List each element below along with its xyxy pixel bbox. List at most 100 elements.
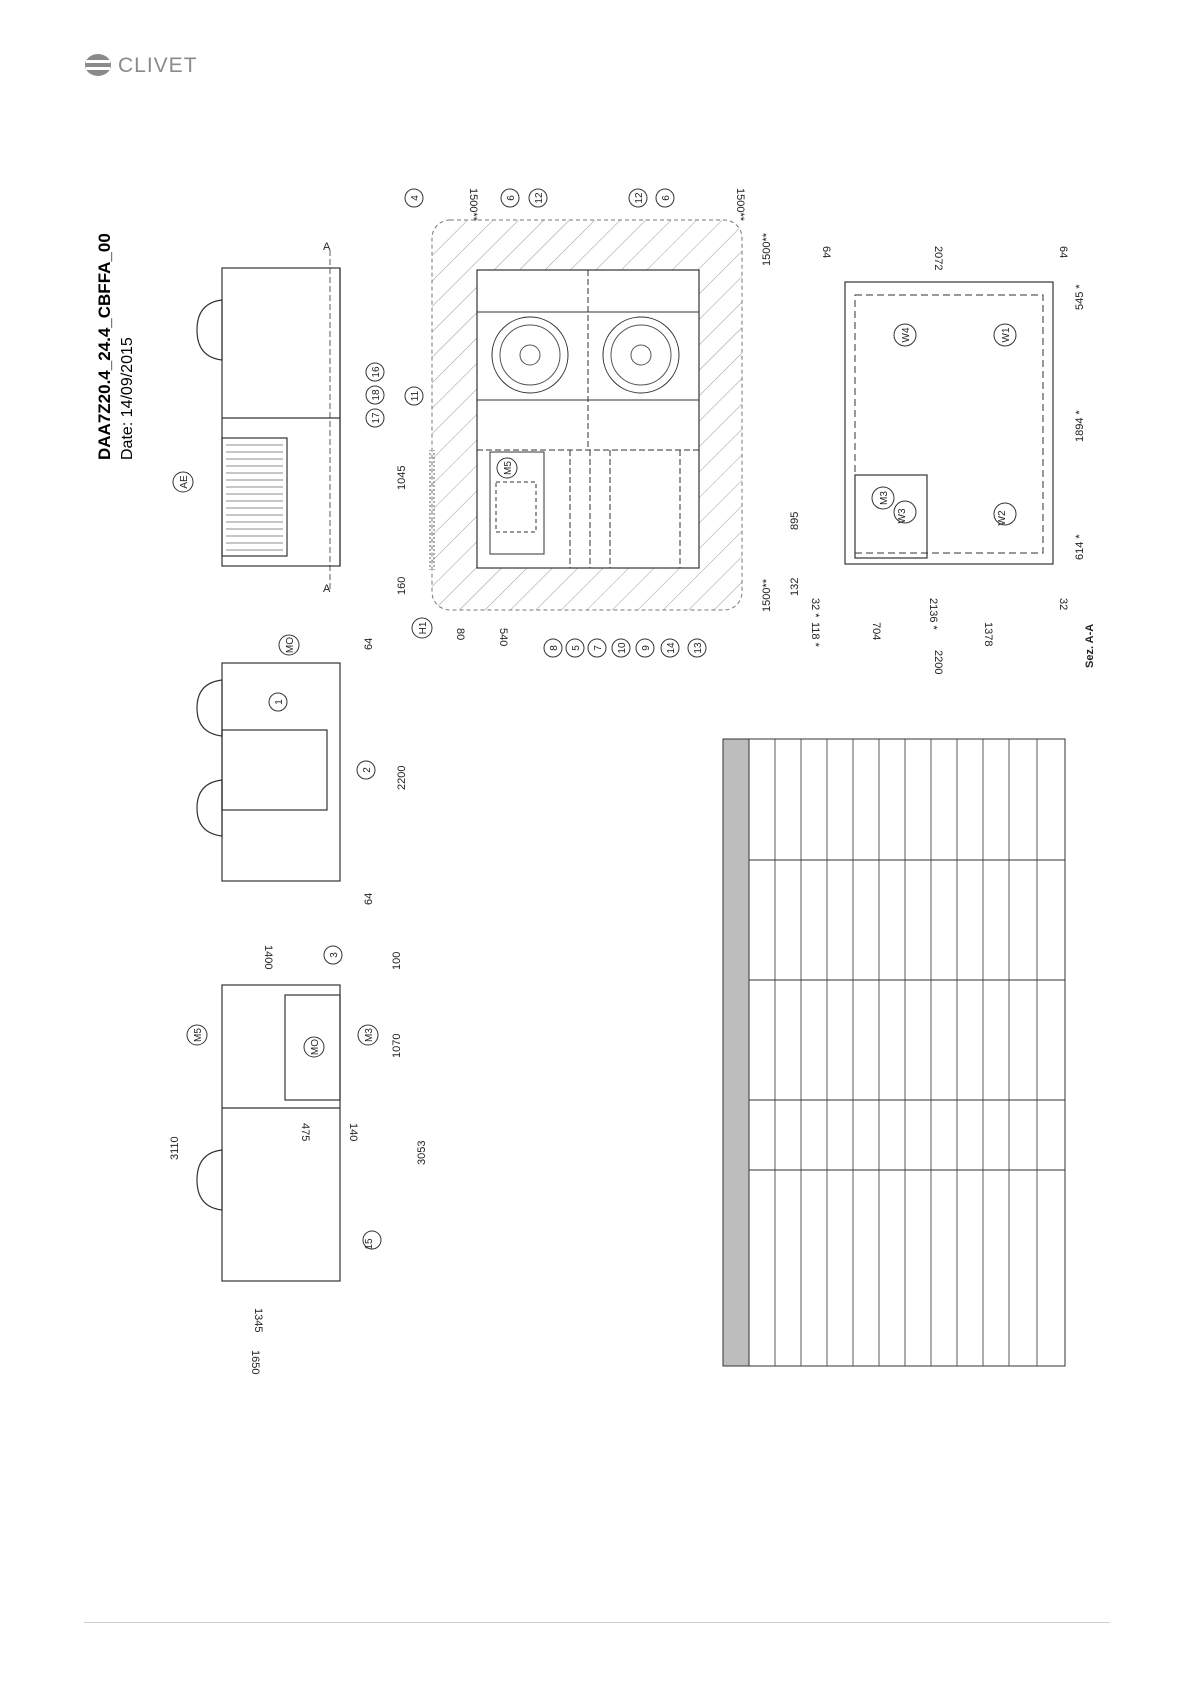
svg-text:MO: MO bbox=[285, 637, 296, 653]
clivet-logo-mark bbox=[85, 54, 111, 76]
svg-text:3: 3 bbox=[329, 952, 340, 958]
svg-text:12: 12 bbox=[634, 192, 645, 204]
label-w4: W4 bbox=[893, 323, 917, 347]
callout-11: 11 bbox=[404, 386, 424, 406]
svg-text:11: 11 bbox=[410, 390, 421, 401]
callout-17: 17 bbox=[365, 408, 385, 428]
dim-sec-1894: 1894 * bbox=[1074, 409, 1086, 442]
dim-side-100: 100 bbox=[391, 952, 403, 970]
dim-sec-704: 704 bbox=[870, 622, 882, 640]
svg-text:17: 17 bbox=[371, 412, 382, 424]
dim-side-475: 475 bbox=[299, 1123, 311, 1141]
dim-plan-1500-right: 1500** bbox=[761, 232, 773, 266]
dim-sec-118: 118 * bbox=[809, 622, 821, 648]
svg-text:12: 12 bbox=[534, 192, 545, 204]
svg-text:W2: W2 bbox=[997, 510, 1008, 525]
section-a-a-view bbox=[844, 281, 1054, 565]
side-view bbox=[196, 984, 341, 1282]
dim-side-3110: 3110 bbox=[169, 1136, 181, 1160]
svg-text:1: 1 bbox=[274, 699, 285, 705]
svg-text:M5: M5 bbox=[503, 461, 514, 475]
svg-text:M3: M3 bbox=[364, 1028, 375, 1042]
dim-sec-895: 895 bbox=[789, 512, 801, 530]
label-mo-front: MO bbox=[278, 634, 300, 656]
dim-sec-545: 545 * bbox=[1074, 284, 1086, 310]
dim-front-64-top: 64 bbox=[363, 638, 375, 650]
label-ae: AE bbox=[172, 471, 194, 493]
callout-8: 8 bbox=[543, 638, 563, 658]
svg-text:M3: M3 bbox=[879, 491, 890, 505]
svg-text:10: 10 bbox=[617, 642, 628, 654]
svg-text:MO: MO bbox=[310, 1039, 321, 1055]
dim-sec-64-left: 64 bbox=[820, 246, 832, 258]
dim-side-1650: 1650 bbox=[249, 1350, 261, 1374]
svg-text:W3: W3 bbox=[897, 508, 908, 523]
footer-divider bbox=[84, 1622, 1110, 1623]
svg-text:AE: AE bbox=[179, 475, 190, 489]
dim-sec-1378: 1378 bbox=[982, 622, 994, 646]
drawing-date: Date: 14/09/2015 bbox=[119, 337, 136, 460]
label-w3: W3 bbox=[893, 500, 917, 524]
drawing-code: DAA7Z20.4_24.4_CBFFA_00 bbox=[95, 233, 114, 460]
dim-sec-32-left: 32 * bbox=[809, 598, 821, 618]
callout-18: 18 bbox=[365, 385, 385, 405]
label-m3-side: M3 bbox=[357, 1024, 379, 1046]
dim-sec-64-right: 64 bbox=[1057, 246, 1069, 258]
dim-side-1400: 1400 bbox=[262, 945, 274, 969]
dim-sec-132: 132 bbox=[789, 578, 801, 596]
callout-6-right: 6 bbox=[655, 188, 675, 208]
dim-side-3053: 3053 bbox=[416, 1141, 428, 1165]
dim-side-140: 140 bbox=[347, 1123, 359, 1141]
section-mark-bottom: A bbox=[323, 583, 331, 595]
svg-text:14: 14 bbox=[666, 642, 677, 654]
svg-text:2: 2 bbox=[362, 767, 373, 773]
svg-text:W1: W1 bbox=[1001, 327, 1012, 342]
label-w1: W1 bbox=[993, 323, 1017, 347]
label-m5: M5 bbox=[186, 1024, 208, 1046]
label-m5-plan: M5 bbox=[496, 457, 518, 479]
callout-3: 3 bbox=[323, 945, 343, 965]
empty-table bbox=[722, 738, 1066, 1367]
dim-sec-32-right: 32 bbox=[1057, 598, 1069, 610]
dim-sec-2136: 2136 * bbox=[927, 598, 939, 631]
svg-text:7: 7 bbox=[593, 645, 604, 651]
svg-text:5: 5 bbox=[571, 645, 582, 651]
callout-2: 2 bbox=[356, 760, 376, 780]
dim-plan-1500-bottom: 1500** bbox=[761, 578, 773, 612]
svg-text:18: 18 bbox=[371, 389, 382, 401]
dim-160: 160 bbox=[396, 577, 408, 595]
plan-view bbox=[427, 219, 743, 611]
callout-15: 15 bbox=[362, 1230, 382, 1250]
svg-text:6: 6 bbox=[506, 195, 517, 201]
dim-side-1070: 1070 bbox=[391, 1034, 403, 1058]
label-h1: H1 bbox=[411, 617, 433, 639]
dim-1045: 1045 bbox=[396, 466, 408, 490]
clivet-logo: CLIVET bbox=[84, 52, 214, 80]
svg-text:M5: M5 bbox=[193, 1028, 204, 1042]
dim-sec-614: 614 * bbox=[1074, 534, 1086, 560]
callout-7: 7 bbox=[587, 638, 607, 658]
dim-sec-2072: 2072 bbox=[932, 246, 944, 270]
callout-9: 9 bbox=[635, 638, 655, 658]
callout-14: 14 bbox=[660, 638, 680, 658]
callout-5: 5 bbox=[565, 638, 585, 658]
title-block: DAA7Z20.4_24.4_CBFFA_00 Date: 14/09/2015 bbox=[95, 233, 136, 460]
top-view bbox=[196, 250, 341, 590]
logo-text: CLIVET bbox=[118, 54, 198, 77]
svg-text:H1: H1 bbox=[418, 621, 429, 634]
front-view bbox=[196, 662, 341, 882]
callout-6-left: 6 bbox=[500, 188, 520, 208]
dim-plan-80: 80 bbox=[454, 628, 466, 640]
callout-1: 1 bbox=[268, 692, 288, 712]
svg-text:9: 9 bbox=[641, 645, 652, 651]
svg-text:15: 15 bbox=[364, 1238, 375, 1250]
dim-sec-2200: 2200 bbox=[932, 650, 944, 674]
dim-plan-540: 540 bbox=[497, 628, 509, 646]
dim-plan-1500-top-left: 1500** bbox=[467, 188, 479, 222]
section-label: Sez. A-A bbox=[1084, 624, 1096, 668]
dim-front-64-bottom: 64 bbox=[363, 893, 375, 905]
callout-12-left: 12 bbox=[528, 188, 548, 208]
label-w2: W2 bbox=[993, 502, 1017, 526]
section-mark-top: A bbox=[323, 241, 331, 253]
